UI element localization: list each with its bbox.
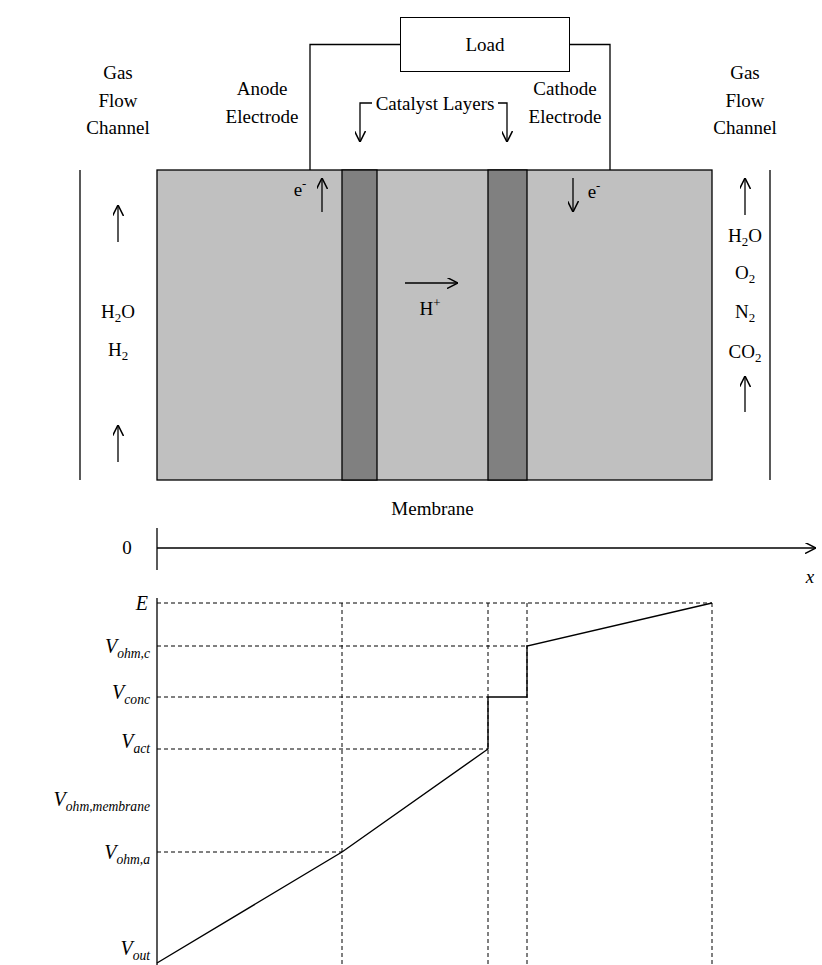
text-part: 2 [742, 234, 748, 249]
region-label: Cathode Electrode [529, 75, 602, 130]
axis-name: x [806, 566, 814, 589]
voltage-level: Vohm,membrane [54, 787, 150, 811]
text-part: E [136, 592, 148, 614]
cell-body [157, 170, 712, 480]
text-part: H [108, 339, 122, 360]
text-part: conc [124, 692, 150, 707]
species-label: O2 [735, 262, 755, 285]
text-part: V [121, 730, 133, 752]
text-part: ohm,a [116, 852, 150, 867]
species-label: N2 [735, 301, 755, 324]
text-part: 2 [749, 310, 755, 325]
text-part: V [120, 937, 132, 959]
text-part: act [133, 741, 150, 756]
species-label: H2O [101, 301, 135, 324]
axis-origin: 0 [122, 537, 132, 560]
text-part: out [133, 948, 150, 963]
text-part: ohm,c [117, 646, 150, 661]
species-label: H2O [728, 225, 762, 248]
text-part: ohm,membrane [66, 799, 150, 814]
voltage-level: Vohm,c [105, 634, 150, 658]
text-part: e [588, 181, 596, 202]
guide-lines [157, 603, 712, 965]
channel-wall [79, 170, 80, 480]
flow-arrows [118, 103, 745, 462]
species-label: CO2 [729, 341, 762, 364]
membrane: Membrane [377, 170, 488, 480]
channel-label: Gas Flow Channel [713, 59, 776, 142]
voltage-axis [156, 598, 157, 965]
text-part: CO [729, 341, 755, 362]
text-part: N [735, 301, 749, 322]
text-part: H [728, 225, 742, 246]
text-part: V [104, 841, 116, 863]
text-part: 2 [122, 348, 128, 363]
electron-label: e- [294, 179, 307, 202]
text-part: H [419, 298, 433, 319]
region-label: Membrane [391, 495, 473, 523]
cathode-electrode: Cathode Electrode [527, 170, 712, 480]
box-label: Load [465, 31, 504, 59]
text-part: 2 [749, 271, 755, 286]
text-part: V [112, 681, 124, 703]
catalyst-layer [488, 170, 527, 480]
text-part: - [596, 178, 600, 193]
load-box: Load [400, 17, 570, 72]
text-part: V [54, 788, 66, 810]
text-part: e [294, 179, 302, 200]
channel-label: Gas Flow Channel [86, 59, 149, 142]
channel-wall [769, 170, 770, 480]
text-part: O [121, 301, 135, 322]
region-label: Anode Electrode [226, 75, 299, 130]
text-part: H [101, 301, 115, 322]
voltage-profile [157, 603, 712, 963]
catalyst-layer [342, 170, 377, 480]
voltage-level: E [136, 591, 148, 615]
anode-electrode: Anode Electrode [157, 170, 342, 480]
voltage-level: Vconc [112, 680, 150, 704]
catalyst-label: Catalyst Layers [376, 93, 495, 116]
text-part: 2 [755, 350, 761, 365]
text-part: V [105, 635, 117, 657]
voltage-level: Vout [120, 936, 150, 960]
electron-label: e- [588, 181, 601, 204]
species-label: H2 [108, 339, 128, 362]
proton-label: H+ [419, 298, 440, 321]
text-part: O [748, 225, 762, 246]
text-part: 2 [115, 310, 121, 325]
voltage-level: Vohm,a [104, 840, 150, 864]
text-part: O [735, 262, 749, 283]
x-axis [157, 528, 816, 570]
text-part: + [433, 295, 440, 310]
voltage-level: Vact [121, 729, 150, 753]
text-part: - [302, 176, 306, 191]
